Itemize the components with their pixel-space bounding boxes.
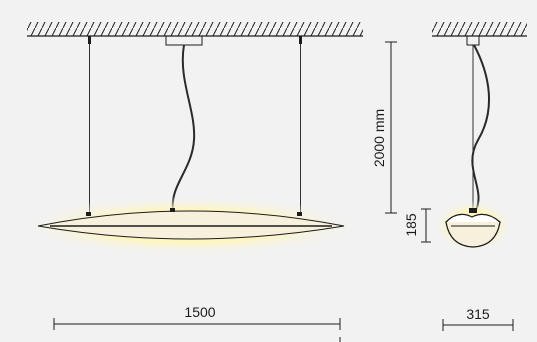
width-label: 1500 <box>184 304 215 320</box>
front-power-cable <box>171 44 196 211</box>
front-ceiling-canopy <box>165 35 203 46</box>
side-view: 185 315 <box>403 22 527 331</box>
depth-label: 315 <box>466 306 490 322</box>
front-lamp-body <box>37 208 345 240</box>
side-power-cable <box>471 44 490 211</box>
drop-height-dimension: 2000 mm <box>371 41 397 214</box>
front-view: 1500 2000 mm <box>17 22 397 342</box>
drop-height-label: 2000 mm <box>371 109 387 167</box>
front-ceiling <box>27 22 363 37</box>
lamp-height-label: 185 <box>403 213 419 237</box>
depth-dimension: 315 <box>442 306 514 331</box>
side-ceiling <box>432 22 527 37</box>
lamp-height-dimension: 185 <box>403 208 431 243</box>
side-ceiling-canopy <box>466 35 480 46</box>
front-suspension-wires <box>88 36 302 213</box>
width-dimension: 1500 <box>53 304 341 342</box>
side-lamp-body <box>444 208 502 248</box>
